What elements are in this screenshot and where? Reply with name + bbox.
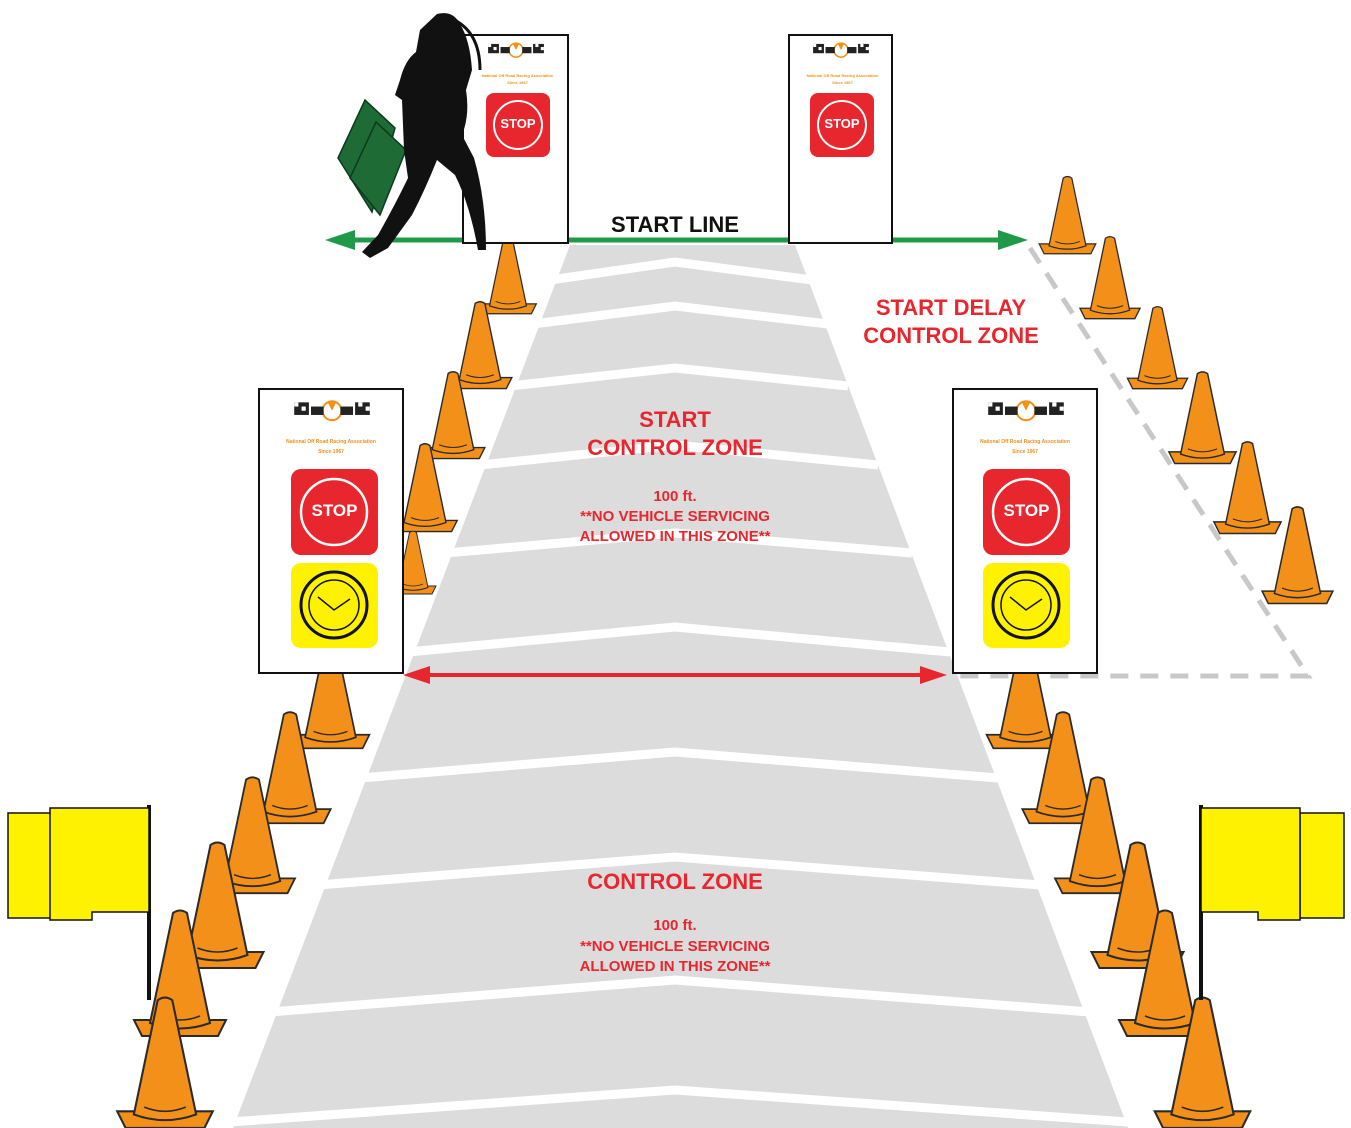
cone [1038,175,1097,255]
logo-name: National Off Road Racing Association [980,439,1070,445]
yellow-flag-left [7,805,151,1000]
control-zone-note: **NO VEHICLE SERVICING ALLOWED IN THIS Z… [579,938,771,975]
start-zone-note: **NO VEHICLE SERVICING ALLOWED IN THIS Z… [579,508,771,545]
stop-label: STOP [824,116,860,131]
logo-since: Since 1967 [832,80,853,85]
control-zone-arrow [403,666,947,684]
stop-sign-icon [810,93,874,157]
logo-since: Since 1967 [1012,449,1038,455]
sign-mid-right [952,388,1098,674]
cone [478,235,538,315]
start-delay-zone-outline [950,246,1313,679]
cone [1126,305,1189,390]
chevron-stripes [229,257,1129,1127]
yellow-flag-right [1199,805,1345,1000]
logo-since: Since 1967 [507,80,528,85]
stop-sign-icon [486,93,550,157]
control-zone-label: CONTROL ZONE [587,869,763,894]
sign-top-right [788,34,893,244]
control-zone-distance: 100 ft. [653,917,697,934]
stop-label: STOP [311,501,358,520]
start-line-arrow [325,230,1028,250]
stop-sign-icon [983,469,1070,555]
stop-sign-icon [291,469,378,555]
logo-name: National Off Road Racing Association [806,73,879,78]
start-zone-distance: 100 ft. [653,488,697,505]
logo-since: Since 1967 [318,449,344,455]
start-control-zone-label: START CONTROL ZONE [587,407,763,460]
start-delay-zone-label: START DELAY CONTROL ZONE [863,295,1039,348]
sign-mid-left [258,388,404,674]
start-line-label: START LINE [611,212,739,237]
clock-sign-icon [983,563,1070,648]
stop-label: STOP [1003,501,1050,520]
course-lane [229,245,1129,1128]
logo-name: National Off Road Racing Association [286,439,376,445]
logo-name: National Off Road Racing Association [481,73,554,78]
flagger-silhouette [337,13,486,258]
stop-label: STOP [500,116,536,131]
clock-sign-icon [291,563,378,648]
